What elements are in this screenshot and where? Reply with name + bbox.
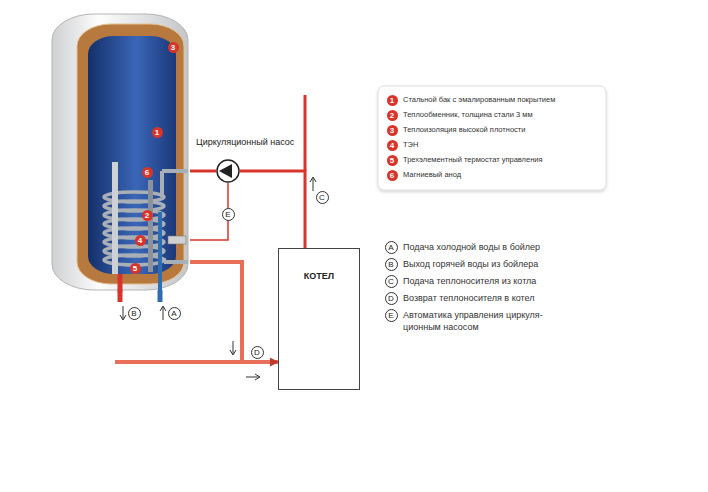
pump-direction [219, 164, 232, 178]
legend-number: 3 [387, 125, 398, 136]
return-pipe [190, 262, 278, 362]
legend-number: 2 [387, 110, 398, 121]
pipe-letter: D [251, 346, 264, 359]
legend-letter: B [385, 258, 398, 271]
legend-text: Выход горячей воды из бойлера [403, 258, 538, 270]
circulation-pump: Циркуляционный насос [216, 159, 240, 183]
hot-water-pipe [118, 274, 123, 292]
legend-text: ТЭН [403, 139, 418, 151]
cold-water-pipe [158, 212, 162, 292]
pump-outlet-pipe [190, 170, 216, 173]
callout-number: 1 [152, 127, 163, 138]
legend-letter: C [385, 275, 398, 288]
legend-number: 5 [387, 155, 398, 166]
legend-letter: E [385, 309, 398, 322]
flow-arrow-down [120, 306, 126, 320]
legend-text: Стальной бак с эмалированным покрытием [403, 94, 555, 106]
heating-element [112, 162, 118, 274]
tank-shell [52, 14, 188, 290]
pipe-letter: C [316, 191, 329, 204]
callout-number: 3 [168, 42, 179, 53]
legend-text: Возврат теплоносителя в котел [403, 292, 534, 304]
legend-text: Автоматика управления циркуля- ционным н… [403, 309, 546, 333]
legend-text: Теплоизоляция высокой плотности [403, 124, 525, 136]
callout-number: 2 [142, 210, 153, 221]
legend-number: 1 [387, 95, 398, 106]
pump-heading: Циркуляционный насос [196, 137, 294, 147]
legend-text: Теплообменник, толщина стали 3 мм [403, 109, 533, 121]
legend-panel [378, 86, 606, 190]
return-main-pipe [115, 360, 242, 364]
boiler-drawing [50, 12, 190, 292]
legend-text: Подача холодной воды в бойлер [403, 241, 540, 253]
insulation-layer [77, 24, 184, 284]
legend-number: 6 [387, 170, 398, 181]
heat-exchanger-pipe [162, 171, 188, 262]
steel-tank [88, 36, 176, 274]
callout-number: 6 [142, 167, 153, 178]
callout-number: 4 [135, 235, 146, 246]
legend-letter: D [385, 292, 398, 305]
legend-letter: A [385, 241, 398, 254]
supply-pipe [240, 171, 305, 248]
supply-riser-pipe [304, 95, 307, 171]
pump-symbol [216, 159, 240, 183]
magnesium-anode [148, 180, 153, 272]
flow-arrow-right [246, 374, 260, 380]
legend-text: Подача теплоносителя из котла [403, 275, 536, 287]
thermostat [168, 236, 186, 244]
legend-text: Магниевый анод [403, 169, 461, 181]
flow-arrow-down [230, 341, 236, 355]
water-heater-tank: 3 1 6 2 4 5 [50, 12, 190, 292]
callout-number: 5 [130, 263, 141, 274]
pipe-letter: B [128, 307, 141, 320]
pipe-letter: E [222, 208, 235, 221]
pipe-letter: A [168, 307, 181, 320]
legend-number: 4 [387, 140, 398, 151]
legend-text: Трехэлементный термостат управления [403, 154, 543, 166]
pump-body [217, 160, 239, 182]
flow-arrow-up [160, 306, 166, 320]
box-title: КОТЕЛ [279, 271, 359, 281]
flow-arrow-up [310, 177, 316, 191]
boiler-unit-box: КОТЕЛ [278, 248, 360, 390]
